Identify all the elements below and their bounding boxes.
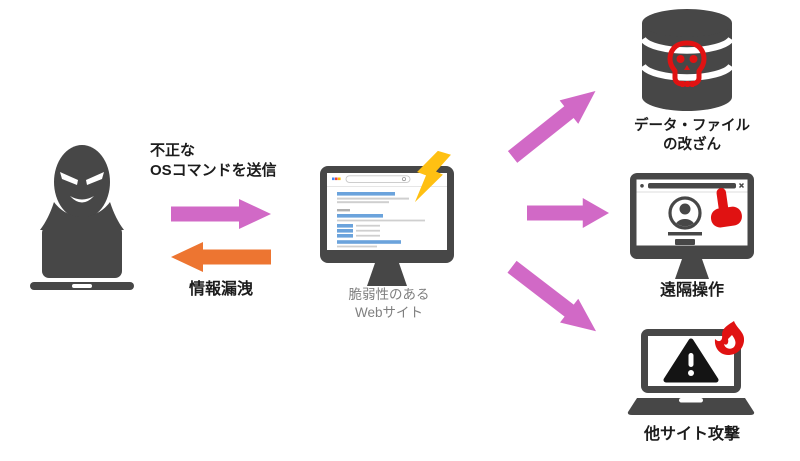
vulnerable-website-label-line1: 脆弱性のある	[348, 287, 430, 302]
lightning-bolt-icon	[408, 148, 451, 206]
burning-laptop-icon	[627, 319, 755, 421]
arrow-to-remote-control	[527, 198, 609, 228]
arrow-to-other-site-attack	[503, 255, 605, 343]
vulnerable-website-label-line2: Webサイト	[354, 304, 423, 320]
information-leak-label: 情報漏洩	[188, 281, 253, 298]
arrow-to-data-tampering	[503, 79, 605, 168]
data-tampering-label-line1: データ・ファイル	[634, 118, 750, 134]
hacker-icon	[24, 142, 140, 290]
remote-control-label: 遠隔操作	[659, 282, 724, 299]
malicious-command-label-line2: OSコマンドを送信	[150, 161, 277, 179]
vulnerable-website-label: 脆弱性のある Webサイト	[322, 286, 456, 321]
information-leak-arrow	[171, 242, 271, 272]
flame-icon	[714, 321, 745, 355]
malicious-command-label-line1: 不正な	[150, 142, 196, 159]
data-tampering-label: データ・ファイル の改ざん	[607, 117, 777, 155]
pointing-hand-icon	[710, 188, 742, 228]
remote-control-monitor-icon	[630, 173, 754, 279]
malicious-command-label: 不正な OSコマンドを送信	[150, 141, 330, 181]
other-site-attack-label: 他サイト攻撃	[643, 426, 740, 443]
malicious-command-arrow	[171, 199, 271, 229]
database-skull-icon	[640, 9, 734, 117]
data-tampering-label-line2: の改ざん	[663, 137, 721, 154]
